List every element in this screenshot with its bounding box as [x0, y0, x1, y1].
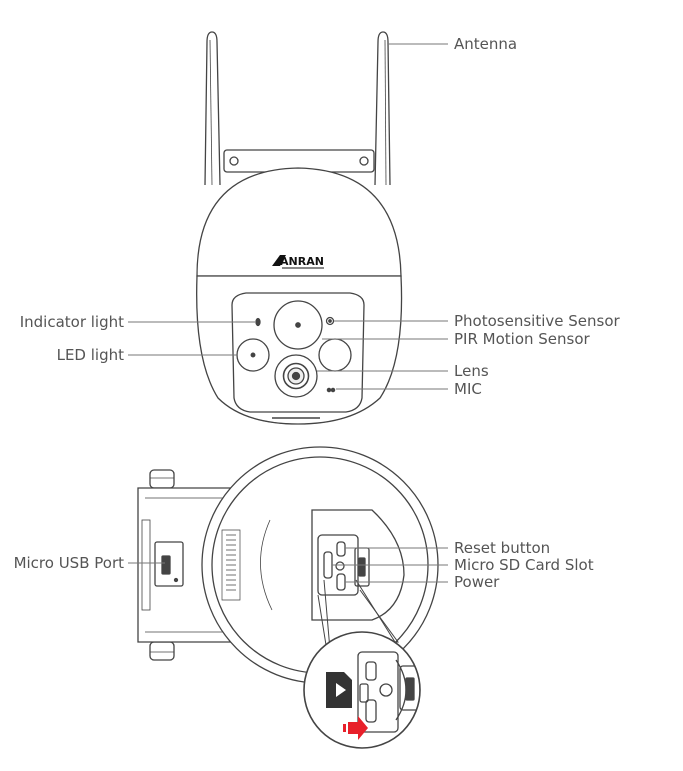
- brand-logo: ANRAN: [272, 255, 324, 269]
- brand-logo-text: ANRAN: [280, 255, 324, 268]
- mount-foot-bottom: [149, 641, 175, 661]
- photosensitive-sensor: [325, 316, 335, 326]
- leader-lines: [128, 43, 448, 583]
- antenna-right: [374, 31, 391, 186]
- sd-card: [326, 672, 352, 708]
- camera-bottom-view: [137, 446, 439, 684]
- label-power: Power: [454, 573, 500, 591]
- indicator-light: [255, 317, 261, 327]
- label-lens: Lens: [454, 362, 489, 380]
- antenna-left: [204, 31, 221, 186]
- label-mic: MIC: [454, 380, 482, 398]
- speaker-grille: [221, 529, 241, 601]
- label-photosensitive-sensor: Photosensitive Sensor: [454, 312, 620, 330]
- camera-front-view: [196, 31, 403, 425]
- label-micro-sd-card-slot: Micro SD Card Slot: [454, 556, 594, 574]
- zoom-detail: [303, 631, 421, 749]
- front-panel: [231, 292, 365, 413]
- label-led-light: LED light: [56, 346, 124, 364]
- lens: [274, 354, 318, 398]
- mic: [326, 387, 332, 393]
- label-pir-motion-sensor: PIR Motion Sensor: [454, 330, 590, 348]
- label-micro-usb-port: Micro USB Port: [13, 554, 124, 572]
- pir-motion-sensor: [273, 300, 323, 350]
- label-reset-button: Reset button: [454, 539, 551, 557]
- camera-dome: [196, 167, 402, 277]
- micro-usb-port: [154, 541, 184, 587]
- label-antenna: Antenna: [454, 35, 518, 53]
- mount-foot-top: [149, 469, 175, 489]
- camera-body: [196, 275, 403, 425]
- insert-arrow-icon: [343, 716, 368, 740]
- label-indicator-light: Indicator light: [19, 313, 124, 331]
- reset-button: [336, 541, 346, 557]
